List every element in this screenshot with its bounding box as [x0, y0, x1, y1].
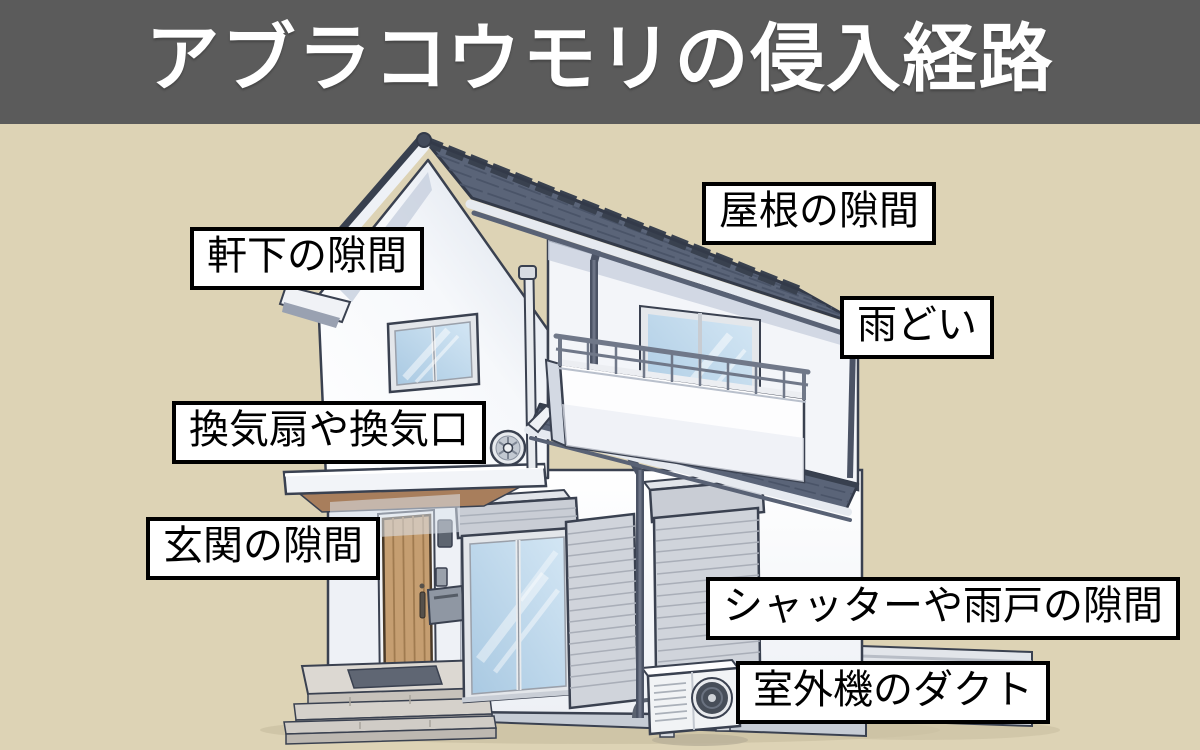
second-floor-window	[386, 312, 481, 394]
label-rain-gutter: 雨どい	[840, 296, 994, 359]
balcony	[544, 333, 811, 484]
main-roof	[278, 132, 867, 343]
title-banner: アブラコウモリの侵入経路	[0, 0, 1200, 124]
label-ac-duct: 室外機のダクト	[736, 661, 1050, 724]
doormat	[346, 665, 444, 689]
intercom-icon	[435, 567, 448, 587]
page-title: アブラコウモリの侵入経路	[145, 17, 1055, 100]
label-roof-gap: 屋根の隙間	[702, 182, 936, 245]
label-ventilation: 換気扇や換気口	[172, 401, 486, 464]
label-shutter-gap: シャッターや雨戸の隙間	[706, 577, 1180, 640]
mailbox-icon	[426, 584, 466, 626]
door-handle-icon	[419, 591, 426, 619]
label-entrance-gap: 玄関の隙間	[146, 517, 380, 580]
ridge-ornament-icon	[416, 132, 432, 148]
eave-soffit	[278, 284, 352, 324]
downspout-upper	[590, 243, 602, 368]
ventilation-fan-icon	[489, 429, 527, 467]
main-window	[448, 488, 580, 704]
ac-outdoor-unit	[632, 658, 748, 746]
label-under-eaves-gap: 軒下の隙間	[190, 227, 424, 290]
entrance-steps	[283, 658, 497, 745]
balcony-railing	[553, 333, 811, 400]
storm-shutter-panel	[564, 512, 640, 710]
